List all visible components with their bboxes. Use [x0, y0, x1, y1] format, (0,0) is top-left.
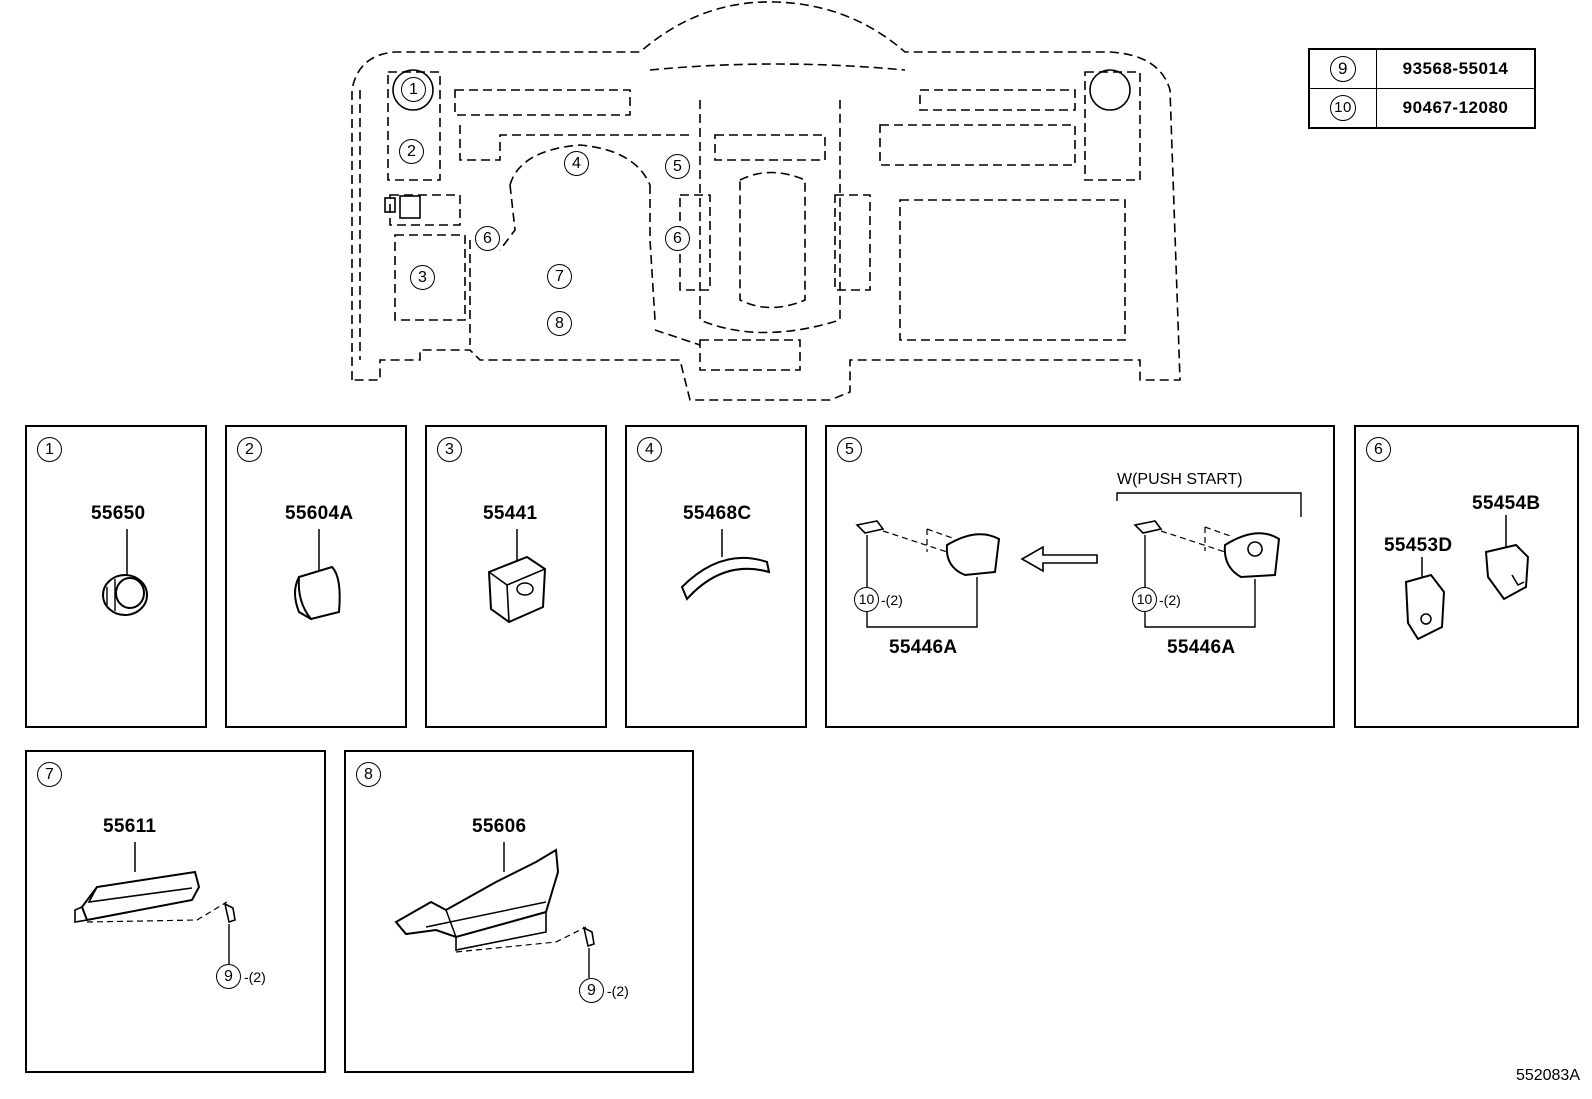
panel-number: 1	[37, 437, 62, 462]
part-label-right: 55446A	[1167, 637, 1236, 658]
bezel-part-drawing	[294, 529, 341, 621]
trim-strip-part-drawing	[680, 529, 771, 601]
overview-callout-3: 3	[410, 265, 435, 290]
overview-callout-6-right: 6	[665, 226, 690, 251]
panel-3: 3 55441	[425, 425, 607, 728]
part-label: 55611	[103, 816, 157, 837]
overview-callout-4: 4	[564, 151, 589, 176]
panel-number: 5	[837, 437, 862, 462]
diagram-code: 552083A	[1515, 1067, 1580, 1084]
overview-callout-2: 2	[399, 139, 424, 164]
fastener-part-number: 93568-55014	[1376, 48, 1536, 89]
overview-callout-6-left: 6	[475, 226, 500, 251]
overview-callout-5: 5	[665, 154, 690, 179]
panel-1: 1 55650	[25, 425, 207, 728]
part-label: 55468C	[683, 503, 752, 524]
part-label: 55604A	[285, 503, 354, 524]
switch-bezel-drawing	[855, 492, 1302, 628]
panel-2: 2 55604A	[225, 425, 407, 728]
fastener-qty: -(2)	[244, 969, 266, 985]
fastener-reference-table: 9 93568-55014 10 90467-12080	[1308, 48, 1536, 129]
clip-parts-drawing	[1404, 515, 1530, 641]
panel-number: 7	[37, 762, 62, 787]
fastener-qty: -(2)	[607, 983, 629, 999]
fastener-ref-9: 9	[1330, 56, 1356, 82]
overview-callout-1: 1	[401, 77, 426, 102]
part-label-a: 55453D	[1384, 535, 1453, 556]
part-label: 55441	[483, 503, 538, 524]
part-label: 55606	[472, 816, 527, 837]
fastener-callout-9: 9	[579, 978, 604, 1003]
fastener-qty: -(2)	[881, 592, 903, 608]
part-label-left: 55446A	[889, 637, 958, 658]
dashboard-overview	[351, 1, 1181, 401]
overview-callout-7: 7	[547, 264, 572, 289]
panel-6: 6 55453D 55454B	[1354, 425, 1579, 728]
fastener-row: 10 90467-12080	[1308, 88, 1536, 129]
fastener-part-number: 90467-12080	[1376, 88, 1536, 129]
fastener-callout-10-left: 10	[854, 587, 879, 612]
panel-number: 2	[237, 437, 262, 462]
undercover-part-drawing	[394, 842, 595, 978]
panel-5: 5 W(PUSH START) 10 -(2) 55446A 10 -(2) 5…	[825, 425, 1335, 728]
panel-number: 4	[637, 437, 662, 462]
push-start-variant-label: W(PUSH START)	[1117, 471, 1243, 488]
fastener-ref-10: 10	[1330, 95, 1356, 121]
fastener-callout-10-right: 10	[1132, 587, 1157, 612]
knob-part-drawing	[102, 529, 148, 616]
pocket-part-drawing	[487, 529, 547, 624]
tray-part-drawing	[74, 842, 236, 964]
overview-callout-8: 8	[547, 311, 572, 336]
panel-7: 7 55611 9 -(2)	[25, 750, 326, 1073]
panel-number: 6	[1366, 437, 1391, 462]
part-label-b: 55454B	[1472, 493, 1541, 514]
panel-number: 8	[356, 762, 381, 787]
fastener-callout-9: 9	[216, 964, 241, 989]
panel-8: 8 55606 9 -(2)	[344, 750, 694, 1073]
fastener-row: 9 93568-55014	[1308, 48, 1536, 89]
part-label: 55650	[91, 503, 146, 524]
fastener-qty: -(2)	[1159, 592, 1181, 608]
panel-number: 3	[437, 437, 462, 462]
panel-4: 4 55468C	[625, 425, 807, 728]
